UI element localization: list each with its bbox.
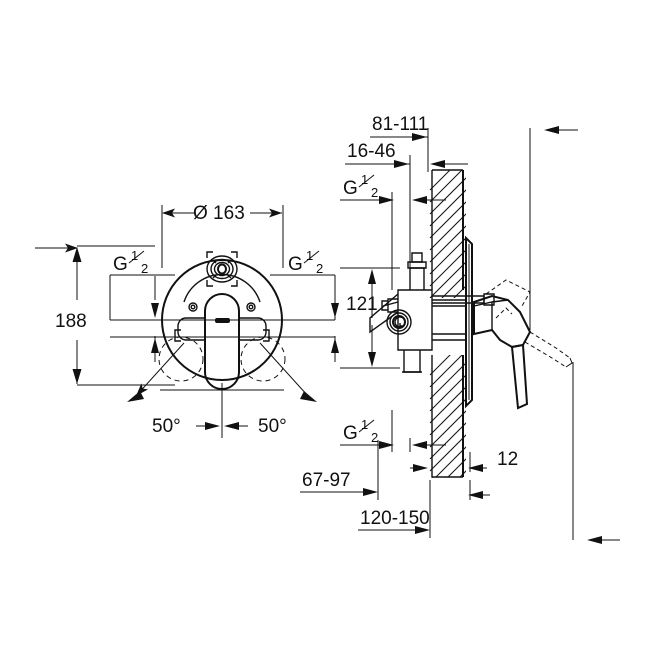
- lever-handle-front: [174, 273, 270, 390]
- dimension-label-thread-right-num: 1: [306, 248, 313, 263]
- hidden-connection-circle-left: [158, 336, 204, 382]
- dimension-label-16-46: 16-46: [347, 141, 396, 162]
- overall-outline-extension: [529, 126, 620, 544]
- dimension-label-thread-bottom-g: G: [343, 423, 358, 444]
- escutcheon-plate-section: [465, 235, 473, 409]
- angle-apex-arrows: [196, 422, 248, 430]
- dimension-label-81-111: 81-111: [372, 114, 428, 135]
- dimension-label-thread-top-den: 2: [371, 185, 378, 200]
- handle-indicator-slot: [215, 318, 230, 323]
- hidden-connection-circle-right: [240, 336, 286, 382]
- dimension-thread-bottom-section: G 1 2: [340, 410, 446, 452]
- dimension-label-thread-right-den: 2: [316, 261, 323, 276]
- dimension-label-thread-left-g: G: [113, 254, 128, 275]
- dimension-label-thread-left-den: 2: [141, 261, 148, 276]
- front-elevation-view: Ø 163 188: [35, 203, 339, 438]
- dimension-depth-120-150: 120-150: [358, 480, 431, 538]
- dimension-label-thread-top-g: G: [343, 178, 358, 199]
- dimension-depth-67-97: 67-97: [300, 440, 379, 500]
- dimension-label-angle-right: 50°: [258, 416, 287, 437]
- side-section-view: 81-111 16-46 G 1 2: [300, 114, 620, 544]
- dimension-label-diameter: Ø 163: [193, 203, 245, 224]
- dimension-diameter-163: Ø 163: [161, 203, 284, 268]
- wall-face-reference-arrow: [468, 480, 490, 500]
- dimension-height-121: 121: [340, 267, 400, 369]
- wall-section-top: [429, 169, 466, 298]
- dimension-label-thread-bottom-num: 1: [361, 417, 368, 432]
- wall-section-bottom: [429, 355, 466, 478]
- dimension-label-12: 12: [497, 449, 518, 470]
- dimension-label-thread-top-num: 1: [361, 172, 368, 187]
- dimension-plate-12: 12: [410, 449, 518, 478]
- dimension-label-angle-left: 50°: [152, 416, 181, 437]
- dimension-label-thread-right-g: G: [288, 254, 303, 275]
- dimension-label-120-150: 120-150: [360, 508, 430, 529]
- dimension-label-thread-bottom-den: 2: [371, 430, 378, 445]
- dimension-depth-81-111: 81-111: [370, 114, 429, 172]
- dimension-angle-right-50: 50°: [222, 342, 317, 437]
- dimension-label-67-97: 67-97: [302, 470, 351, 491]
- dimension-angle-left-50: 50°: [127, 342, 222, 437]
- dimension-label-thread-left-num: 1: [131, 248, 138, 263]
- dimension-label-121: 121: [346, 294, 378, 315]
- lever-handle-section: [473, 279, 573, 410]
- dimension-thread-top-section: G 1 2: [340, 172, 446, 290]
- rough-in-valve-body: [369, 252, 495, 373]
- dimension-height-188: 188: [35, 243, 175, 386]
- dimension-label-188: 188: [55, 311, 87, 332]
- cartridge-detail: [206, 251, 238, 287]
- dimension-thread-right-front: G 1 2: [270, 248, 339, 362]
